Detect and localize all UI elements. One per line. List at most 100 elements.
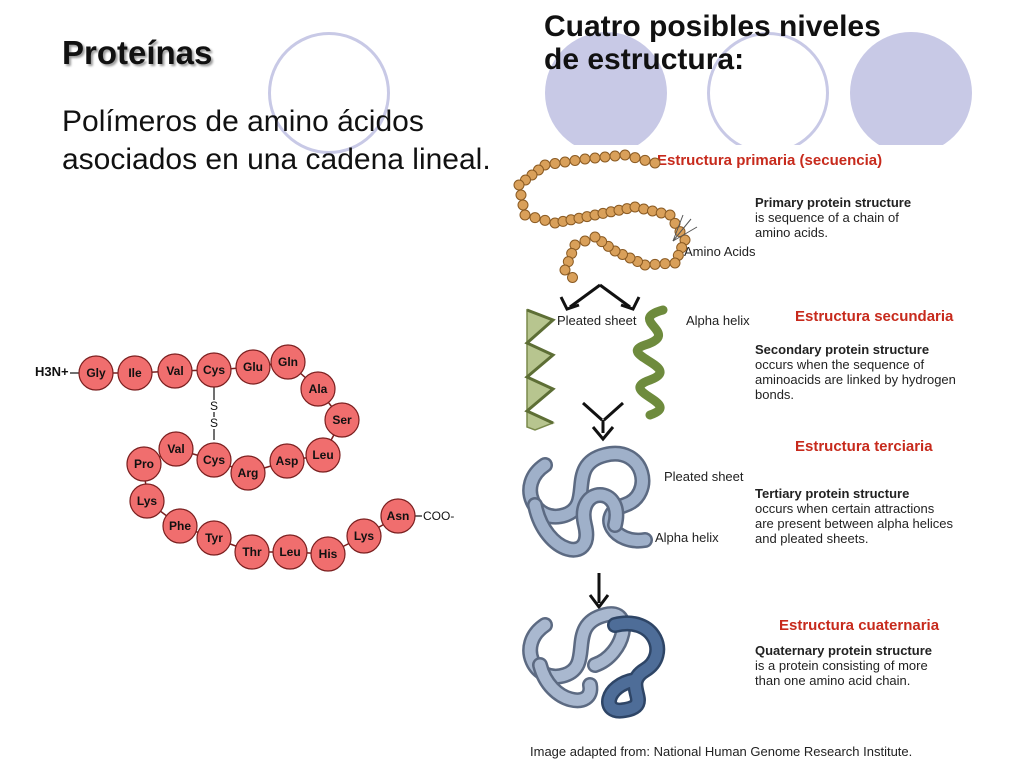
amino-acid-pointer-2	[672, 218, 692, 242]
amino-acid-bead	[579, 235, 591, 247]
residue-asp-10	[269, 443, 305, 479]
structure-illustrations	[513, 149, 698, 719]
tertiary-pleated-sheet-label: Pleated sheet	[664, 469, 744, 484]
merge-arrow-icon	[581, 401, 625, 442]
residue-ser-8	[324, 402, 360, 438]
residue-val-13	[158, 431, 194, 467]
amino-acid-bead	[589, 231, 601, 243]
residue-tyr-17	[196, 520, 232, 556]
residue-label: Asp	[276, 454, 299, 468]
pleated-sheet-shape	[524, 308, 556, 431]
alpha-helix-shape	[632, 305, 668, 420]
residue-ile-2	[117, 355, 153, 391]
amino-acid-bead	[629, 152, 641, 164]
amino-acid-bead	[559, 156, 571, 168]
amino-acid-bead	[559, 264, 571, 276]
amino-acid-bead	[664, 209, 676, 221]
split-arrow-icon	[559, 283, 641, 311]
residue-lys-21	[346, 518, 382, 554]
amino-acid-pointer-1	[672, 214, 684, 242]
residue-label: Val	[166, 364, 183, 378]
residue-label: Lys	[354, 529, 375, 543]
residue-label: His	[319, 547, 338, 561]
residue-label: Asn	[387, 509, 410, 523]
desc-quaternary: Quaternary protein structure is a protei…	[755, 643, 932, 688]
residue-gln-6	[270, 344, 306, 380]
amino-acid-bead	[649, 258, 661, 270]
amino-acid-bead	[639, 154, 651, 166]
amino-acid-bead	[649, 157, 661, 169]
desc-secondary-line-1: occurs when the sequence of	[755, 357, 925, 372]
slide-subtitle: Polímeros de amino ácidos asociados en u…	[62, 105, 491, 176]
label-primary: Estructura primaria (secuencia)	[657, 152, 883, 169]
residue-label: Ala	[309, 382, 328, 396]
c-terminus-label: COO-	[423, 509, 454, 523]
desc-tertiary-line-2: are present between alpha helices	[755, 516, 954, 531]
label-tertiary: Estructura terciaria	[795, 438, 933, 455]
amino-acid-bead	[567, 272, 578, 283]
residue-label: Tyr	[205, 531, 223, 545]
residue-label: Glu	[243, 360, 263, 374]
quaternary-structure-shape	[522, 606, 666, 719]
residue-thr-18	[234, 534, 270, 570]
desc-quaternary-line-2: than one amino acid chain.	[755, 673, 911, 688]
residue-arg-11	[230, 455, 266, 491]
desc-primary-heading: Primary protein structure	[755, 195, 912, 210]
disulfide-s2: S	[210, 416, 218, 430]
pleated-sheet-label: Pleated sheet	[557, 313, 637, 328]
desc-secondary-line-2: aminoacids are linked by hydrogen	[755, 372, 956, 387]
residue-lys-15	[129, 483, 165, 519]
slide-title: Proteínas	[62, 34, 213, 71]
residue-label: Lys	[137, 494, 158, 508]
amino-acids-label: Amino Acids	[684, 244, 756, 259]
down-arrow-icon	[588, 573, 610, 610]
residue-label: Leu	[279, 545, 300, 559]
amino-acid-bead	[669, 257, 681, 269]
residue-val-3	[157, 353, 193, 389]
levels-title: Cuatro posibles niveles de estructura:	[544, 10, 881, 76]
residue-cys-4	[196, 352, 232, 388]
residue-gly-1	[78, 355, 114, 391]
residue-label: Thr	[242, 545, 262, 559]
label-quaternary: Estructura cuaternaria	[779, 617, 940, 634]
amino-acid-bead	[513, 179, 525, 191]
residue-label: Arg	[238, 466, 259, 480]
amino-acid-bead	[579, 153, 591, 165]
residue-label: Ser	[332, 413, 352, 427]
desc-secondary-line-3: bonds.	[755, 387, 795, 402]
amino-acid-bead	[569, 155, 581, 166]
residue-label: Pro	[134, 457, 154, 471]
tertiary-alpha-helix-label: Alpha helix	[655, 530, 719, 545]
residue-asn-22	[380, 498, 416, 534]
decor-circle-filled-1	[545, 32, 667, 154]
residue-leu-9	[305, 437, 341, 473]
residue-pro-14	[126, 446, 162, 482]
amino-acid-bead	[515, 189, 527, 201]
image-credit: Image adapted from: National Human Genom…	[530, 744, 913, 759]
amino-acid-bead	[609, 150, 621, 162]
amino-acid-bead	[589, 152, 601, 164]
amino-acid-bead	[619, 149, 631, 161]
residue-label: Gln	[278, 355, 298, 369]
residue-label: Gly	[86, 366, 106, 380]
amino-acid-pointer-3	[672, 226, 698, 242]
desc-secondary: Secondary protein structure occurs when …	[755, 342, 956, 402]
desc-tertiary: Tertiary protein structure occurs when c…	[755, 486, 953, 546]
desc-secondary-heading: Secondary protein structure	[755, 342, 930, 357]
residue-glu-5	[235, 349, 271, 385]
n-terminus-label: H3N+	[35, 364, 69, 379]
desc-primary-line-2: amino acids.	[755, 225, 828, 240]
residue-label: Val	[167, 442, 184, 456]
tertiary-structure-shape	[522, 445, 653, 558]
residue-leu-19	[272, 534, 308, 570]
desc-quaternary-heading: Quaternary protein structure	[755, 643, 932, 658]
amino-acid-bead	[549, 158, 561, 169]
desc-tertiary-heading: Tertiary protein structure	[755, 486, 910, 501]
amino-acid-bead	[529, 212, 541, 224]
residue-cys-12	[196, 442, 232, 478]
decor-circle-outline-1	[268, 32, 390, 154]
label-secondary: Estructura secundaria	[795, 308, 954, 325]
amino-acid-bead	[519, 209, 531, 221]
